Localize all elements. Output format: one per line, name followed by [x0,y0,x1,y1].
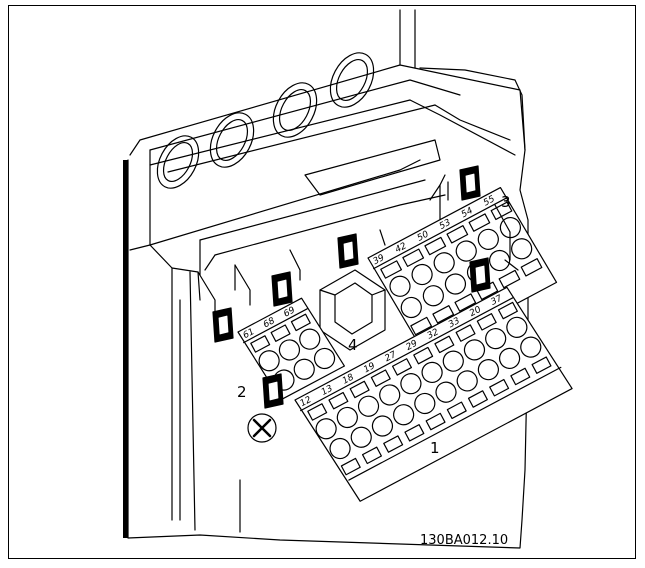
terminal-label: 12 [299,395,314,409]
terminal-label: 33 [447,316,462,330]
terminal-label: 53 [438,218,453,232]
enclosure-outline [127,9,529,549]
callout-1: 1 [430,439,440,457]
clamp-2 [262,373,284,409]
clamp-far-left [212,307,234,343]
terminal-label: 19 [362,361,377,375]
terminal-block-left: 61 68 69 [237,297,346,401]
terminal-label: 54 [460,206,475,220]
clamp-right [469,257,491,293]
terminal-block-bottom: 12 13 18 19 27 29 32 33 20 37 [294,286,573,502]
spring-clamps [212,165,491,409]
terminal-label: 42 [394,241,409,255]
callout-3: 3 [501,193,511,211]
gland-1-outer [156,135,200,189]
gland-2-outer [209,112,255,168]
terminal-label: 37 [489,293,504,307]
gland-4-inner [335,59,369,101]
inner-panel [149,79,516,306]
terminal-label: 50 [416,229,431,243]
cable-glands [156,52,375,189]
terminal-label: 29 [405,339,420,353]
terminal-label: 55 [482,194,497,208]
callout-4: 4 [348,336,358,354]
ground-screw [247,413,277,443]
gland-3-inner [278,89,312,131]
figure-code: 130BA012.10 [420,533,508,548]
terminal-label: 61 [242,327,257,341]
terminal-label: 20 [468,305,483,319]
terminal-label: 69 [282,305,297,319]
block-edge [504,259,519,271]
block-edge [494,204,511,261]
gland-2-inner [215,119,249,161]
terminal-label: 13 [320,384,335,398]
terminal-label: 39 [372,253,387,267]
callout-2: 2 [237,383,247,401]
terminal-label: 18 [341,372,356,386]
clamp-3 [459,165,481,201]
clamp-top-center [337,233,359,269]
gland-3-outer [272,82,318,138]
clamp-mid-left [271,271,293,307]
gland-1-inner [162,142,194,182]
terminal-label: 27 [383,350,398,364]
terminal-block-top-right: 39 42 50 53 54 55 [367,186,558,354]
gland-4-outer [329,52,375,108]
terminal-label: 32 [426,327,441,341]
enclosure-edge [123,160,128,538]
terminal-label: 68 [262,316,277,330]
